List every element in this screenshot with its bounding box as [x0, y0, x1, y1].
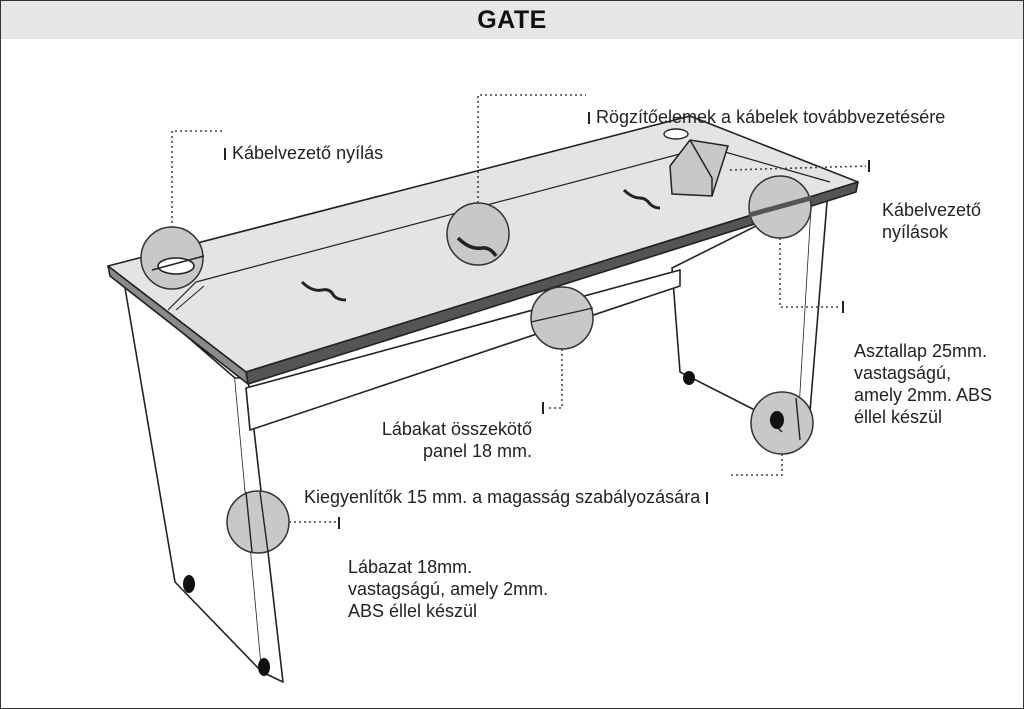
label-desktop: Asztallap 25mm. vastagságú, amely 2mm. A…: [842, 296, 992, 450]
label-cable-clips: Rögzítőelemek a kábelek továbbvezetésére: [588, 84, 945, 128]
leader-cable-clips: [477, 94, 586, 203]
title-bar: GATE: [1, 1, 1023, 39]
label-connecting-panel: Lábakat összekötő panel 18 mm.: [372, 396, 544, 506]
leader-levelers: [730, 454, 783, 476]
label-levelers: Kiegyenlítők 15 mm. a magasság szabályoz…: [304, 464, 709, 508]
label-legs: Lábazat 18mm. vastagságú, amely 2mm. ABS…: [338, 512, 548, 644]
label-cable-openings: Kábelvezető nyílások: [868, 155, 981, 265]
cable-clip-2: [622, 188, 661, 210]
magnifier-leg: [226, 490, 290, 554]
leveler-foot-2: [258, 658, 270, 676]
leader-cable-opening: [171, 130, 222, 228]
leveler-foot-1: [183, 575, 195, 593]
cable-clip-1: [300, 280, 347, 302]
label-cable-opening: Kábelvezető nyílás: [224, 120, 383, 164]
cable-box-detail: [669, 139, 729, 197]
cable-hole-back: [663, 128, 689, 140]
leader-panel: [546, 349, 563, 409]
magnifier-panel: [530, 286, 594, 350]
leveler-foot-3: [683, 371, 695, 385]
desktop-edge-left: [107, 265, 249, 385]
page-title: GATE: [477, 5, 547, 34]
magnifier-cable-clip: [446, 202, 510, 266]
